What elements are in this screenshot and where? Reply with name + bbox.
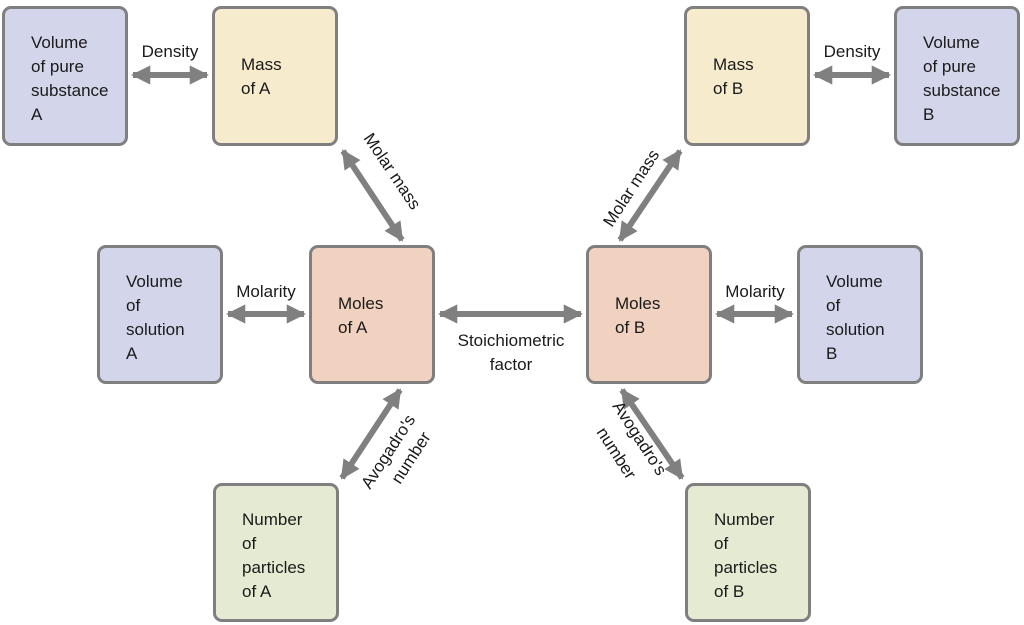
node-label: Number of particles of A [242, 510, 306, 601]
edge-stoichiometric-label-line2: factor [490, 355, 533, 374]
node-mass-a: Mass of A [212, 6, 338, 146]
node-moles-a: Moles of A [309, 245, 435, 384]
node-label: Moles of B [615, 294, 661, 337]
node-label: Moles of A [338, 294, 384, 337]
node-volume-pure-substance-a: Volume of pure substance A [2, 6, 128, 146]
edge-stoichiometric-label-line1: Stoichiometric [458, 331, 565, 350]
node-label: Number of particles of B [714, 510, 778, 601]
node-label: Volume of pure substance A [31, 33, 109, 124]
edge-molar-mass-a-arrow [340, 149, 405, 242]
edge-density-a-label: Density [142, 42, 199, 61]
node-label: Mass of B [713, 55, 754, 98]
edge-density-b-label: Density [824, 42, 881, 61]
node-moles-b: Moles of B [586, 245, 712, 384]
node-particles-a: Number of particles of A [213, 483, 339, 622]
node-particles-b: Number of particles of B [685, 483, 811, 622]
edge-avogadro-a-arrow [339, 388, 403, 480]
node-mass-b: Mass of B [684, 6, 810, 146]
node-volume-solution-b: Volume of solution B [797, 245, 923, 384]
node-volume-solution-a: Volume of solution A [97, 245, 223, 384]
node-volume-pure-substance-b: Volume of pure substance B [894, 6, 1020, 146]
edge-molar-mass-b-arrow [617, 149, 683, 242]
node-label: Volume of solution B [826, 272, 885, 363]
edge-avogadro-b-arrow [619, 388, 685, 480]
edge-molarity-b-label: Molarity [725, 282, 785, 301]
edge-molarity-a-label: Molarity [236, 282, 296, 301]
edge-molar-mass-a-label: Molar mass [360, 130, 425, 213]
node-label: Volume of pure substance B [923, 33, 1001, 124]
node-label: Mass of A [241, 55, 282, 98]
node-label: Volume of solution A [126, 272, 185, 363]
